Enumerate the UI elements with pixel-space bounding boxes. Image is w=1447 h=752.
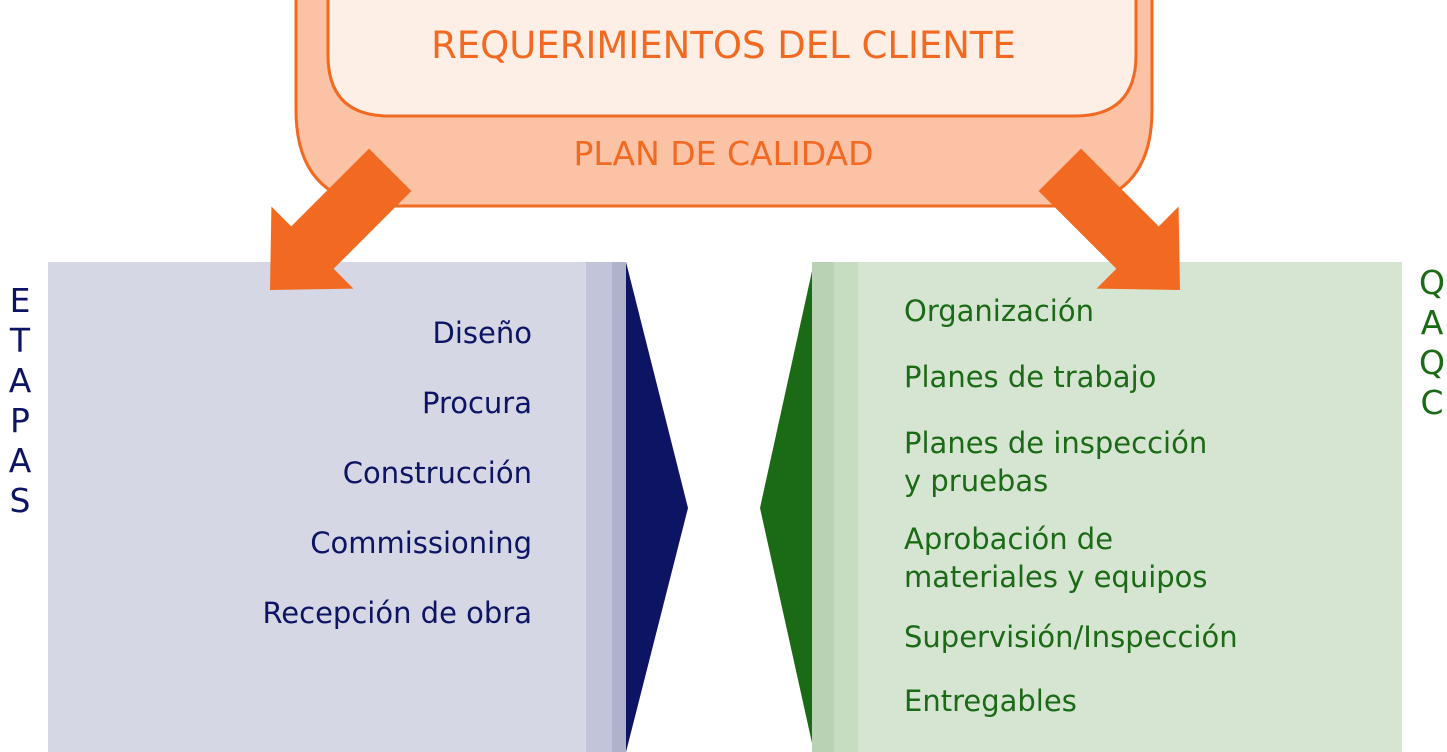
stage-item-diseno: Diseño <box>432 316 532 350</box>
qaqc-letter: Q <box>1419 263 1445 302</box>
etapas-letter: S <box>9 481 31 520</box>
qaqc-panel-bg <box>858 262 1402 752</box>
etapas-letter: A <box>8 441 32 480</box>
qaqc-panel-stripe-dark <box>812 262 834 752</box>
qaqc-letter: Q <box>1419 343 1445 382</box>
qaqc-letter: C <box>1420 383 1444 422</box>
stage-item-construccion: Construcción <box>342 456 532 490</box>
qaqc-item-aprobacion-2: materiales y equipos <box>904 560 1208 594</box>
requirements-box <box>326 0 1138 118</box>
etapas-panel-stripe-dark <box>612 262 626 752</box>
qaqc-item-planes-inspeccion: Planes de inspección <box>904 426 1208 460</box>
etapas-letter: P <box>10 401 30 440</box>
qaqc-panel <box>760 262 1402 752</box>
qaqc-panel-stripe <box>834 262 858 752</box>
qaqc-arrowhead <box>760 262 814 752</box>
stage-item-commissioning: Commissioning <box>310 526 532 560</box>
arrow-down-right-icon <box>1038 148 1180 290</box>
etapas-panel-bg <box>48 262 591 752</box>
etapas-letter: A <box>8 361 32 400</box>
etapas-panel <box>48 262 688 752</box>
qaqc-item-supervision: Supervisión/Inspección <box>904 620 1238 654</box>
etapas-arrowhead <box>626 262 688 752</box>
qaqc-item-planes-trabajo: Planes de trabajo <box>904 360 1157 394</box>
stage-item-procura: Procura <box>421 386 532 420</box>
arrow-down-left-icon <box>270 148 412 290</box>
quality-plan-title: PLAN DE CALIDAD <box>573 134 874 173</box>
requirements-title: REQUERIMIENTOS DEL CLIENTE <box>431 24 1016 67</box>
qaqc-item-aprobacion: Aprobación de <box>904 522 1114 556</box>
stage-item-recepcion: Recepción de obra <box>262 596 532 630</box>
etapas-letter: E <box>9 281 31 320</box>
etapas-panel-stripe <box>586 262 612 752</box>
qaqc-item-entregables: Entregables <box>904 684 1077 718</box>
qaqc-item-organizacion: Organización <box>904 294 1094 328</box>
qaqc-letter: A <box>1420 303 1444 342</box>
qaqc-item-planes-inspeccion-2: y pruebas <box>904 464 1049 498</box>
etapas-letter: T <box>9 321 31 360</box>
